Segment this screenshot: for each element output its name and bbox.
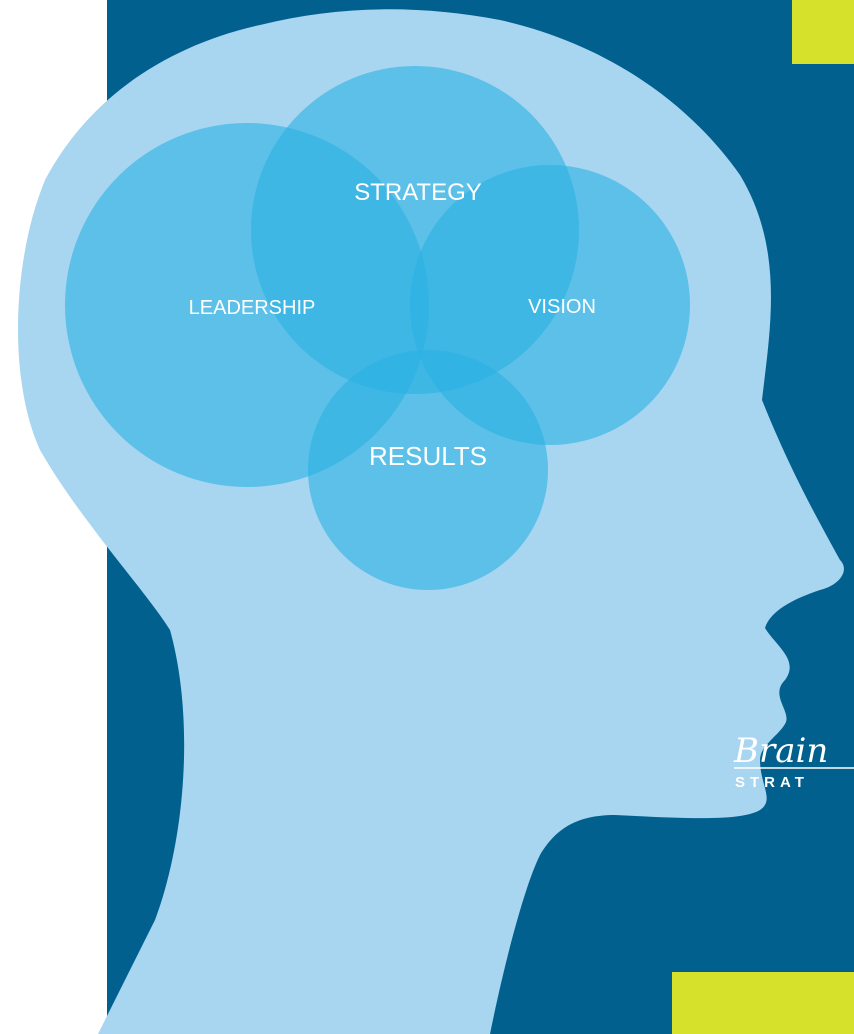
- strategy-label: STRATEGY: [354, 179, 482, 206]
- venn-circles: [65, 66, 690, 590]
- bottom-accent-block: [672, 972, 854, 1034]
- logo-name: Brain: [733, 731, 828, 771]
- results-circle: [308, 350, 548, 590]
- leadership-label: LEADERSHIP: [189, 297, 316, 319]
- results-label: RESULTS: [369, 441, 487, 471]
- logo-tagline: STRAT: [735, 774, 809, 791]
- top-accent-block: [792, 0, 854, 64]
- company-logo: Brain STRAT: [733, 731, 854, 791]
- vision-label: VISION: [528, 296, 596, 318]
